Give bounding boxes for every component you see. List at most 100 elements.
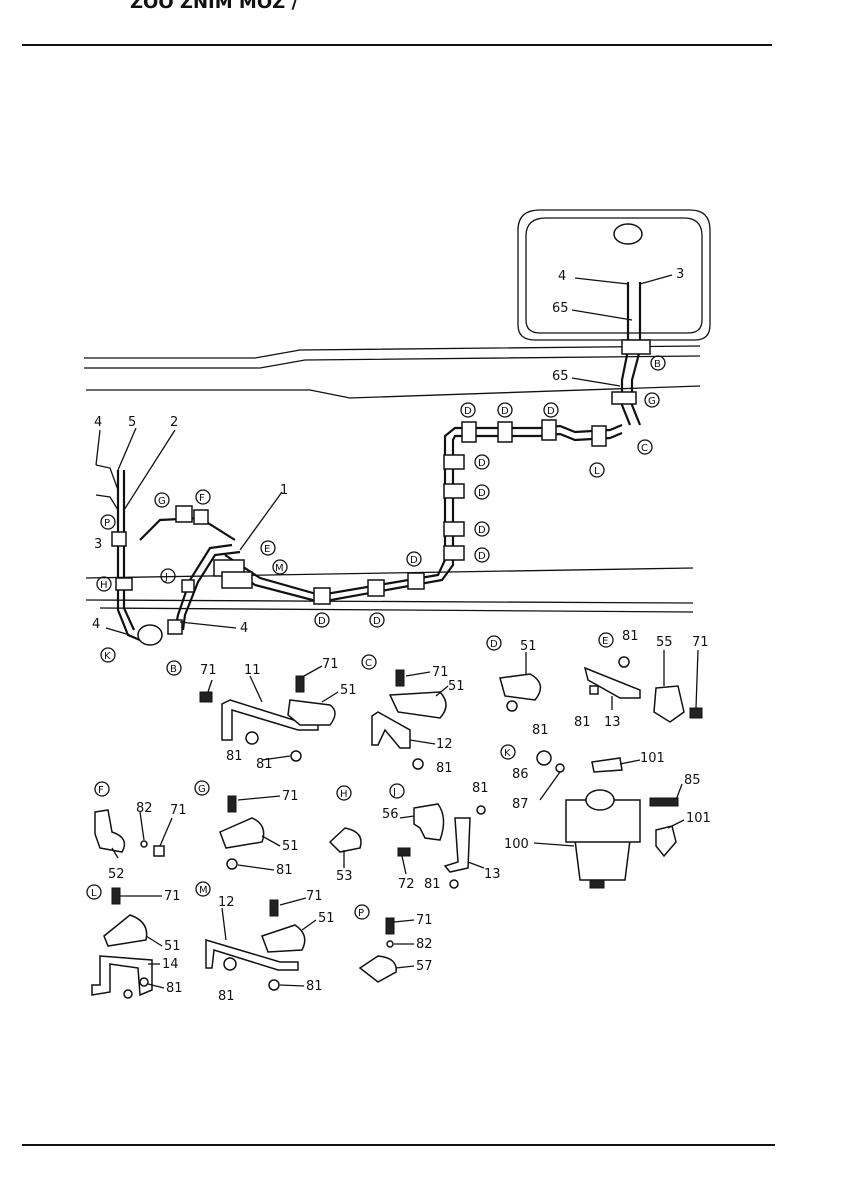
bolt-71-e: [689, 707, 703, 719]
nut-81-m2: [268, 979, 280, 991]
route-clamps: [111, 339, 651, 646]
detail-d: D 51 81: [486, 635, 549, 738]
svg-text:87: 87: [512, 797, 529, 812]
svg-text:5: 5: [128, 415, 136, 430]
detail-l: L 71 51 14 81: [86, 884, 183, 999]
svg-text:53: 53: [336, 869, 353, 884]
svg-text:51: 51: [448, 679, 465, 694]
svg-text:H: H: [340, 789, 348, 800]
svg-text:12: 12: [436, 737, 453, 752]
detail-e: E 81 55 71 81 13: [574, 629, 709, 730]
svg-text:82: 82: [416, 937, 433, 952]
svg-text:81: 81: [276, 863, 293, 878]
svg-text:101: 101: [640, 751, 665, 766]
svg-text:D: D: [490, 639, 498, 650]
clamp-51-c: [388, 691, 447, 719]
filter-bowl-100: [574, 839, 631, 881]
svg-text:51: 51: [164, 939, 181, 954]
svg-text:11: 11: [244, 663, 261, 678]
svg-text:P: P: [104, 518, 110, 529]
svg-text:71: 71: [322, 657, 339, 672]
svg-text:13: 13: [604, 715, 621, 730]
bolt-71-g: [227, 795, 237, 813]
clamp-f-front: [193, 509, 209, 525]
bolt-71-f: [153, 845, 165, 857]
bracket-13-e: [583, 666, 641, 699]
bracket-12-c: [371, 711, 411, 749]
svg-text:D: D: [547, 406, 555, 417]
svg-text:J: J: [392, 787, 396, 798]
bolt-71-b2: [295, 675, 305, 693]
svg-text:3: 3: [676, 267, 684, 282]
svg-text:E: E: [264, 544, 270, 555]
nut-81-c: [412, 758, 424, 770]
svg-text:L: L: [594, 466, 600, 477]
clamp-g-rear: [611, 391, 637, 405]
svg-text:51: 51: [340, 683, 357, 698]
svg-text:81: 81: [256, 757, 273, 772]
clamp-j-front: [181, 579, 195, 593]
svg-text:81: 81: [532, 723, 549, 738]
clamp-55: [653, 685, 685, 723]
svg-text:1: 1: [280, 483, 288, 498]
svg-text:71: 71: [432, 665, 449, 680]
leader-lines: [95, 274, 673, 636]
svg-text:101: 101: [686, 811, 711, 826]
svg-text:2: 2: [170, 415, 178, 430]
svg-text:86: 86: [512, 767, 529, 782]
bracket-12-m: [205, 938, 299, 971]
marker-l: L: [589, 462, 605, 478]
header-fragment: ZOO ZNIM MOZ /: [130, 0, 298, 13]
clamp-51-m: [261, 924, 306, 953]
clamp-57: [358, 955, 397, 983]
nut-81-j: [476, 805, 486, 815]
main-view-labels: 4 3 65 65 4 5 2 3 1 4 4: [92, 267, 684, 636]
svg-text:85: 85: [684, 773, 701, 788]
svg-text:71: 71: [692, 635, 709, 650]
svg-text:13: 13: [484, 867, 501, 882]
svg-text:100: 100: [504, 837, 529, 852]
marker-m: M: [272, 559, 288, 575]
svg-text:51: 51: [318, 911, 335, 926]
bracket-13-j: [443, 817, 471, 873]
washer-87: [555, 763, 565, 773]
svg-text:G: G: [198, 784, 206, 795]
svg-text:71: 71: [164, 889, 181, 904]
svg-text:M: M: [275, 563, 284, 574]
bolt-71-m: [269, 899, 279, 917]
frame-rails: [84, 345, 701, 613]
clamp-53: [328, 827, 362, 853]
svg-text:81: 81: [472, 781, 489, 796]
svg-text:D: D: [501, 406, 509, 417]
marker-p-front: P: [100, 514, 116, 530]
detail-b: B 71 11 71 51 81 81: [166, 657, 357, 772]
nut-81-m: [223, 957, 237, 971]
svg-text:K: K: [104, 651, 111, 662]
svg-text:14: 14: [162, 957, 179, 972]
bolt-71-b: [199, 691, 213, 703]
banjo-101-b: [655, 825, 677, 858]
svg-text:51: 51: [282, 839, 299, 854]
svg-text:52: 52: [108, 867, 125, 882]
svg-text:G: G: [648, 396, 656, 407]
svg-text:C: C: [365, 658, 372, 669]
svg-text:C: C: [641, 443, 648, 454]
svg-text:81: 81: [166, 981, 183, 996]
marker-c: C: [637, 439, 653, 455]
bolt-71-p: [385, 917, 395, 935]
svg-text:81: 81: [218, 989, 235, 1004]
svg-text:B: B: [170, 664, 177, 675]
marker-g-front: G: [154, 492, 170, 508]
nut-81-b2: [290, 750, 302, 762]
svg-text:4: 4: [92, 617, 100, 632]
marker-b: B: [650, 355, 666, 371]
svg-text:G: G: [158, 496, 166, 507]
svg-text:D: D: [478, 488, 486, 499]
detail-j: J 56 81 72 81 13: [382, 781, 501, 892]
nut-81-j2: [449, 879, 459, 889]
detail-k: K 86 101 85 87 101 100: [500, 744, 711, 889]
svg-text:K: K: [504, 748, 511, 759]
svg-text:51: 51: [520, 639, 537, 654]
svg-text:81: 81: [574, 715, 591, 730]
clamp-51-g: [219, 817, 265, 849]
